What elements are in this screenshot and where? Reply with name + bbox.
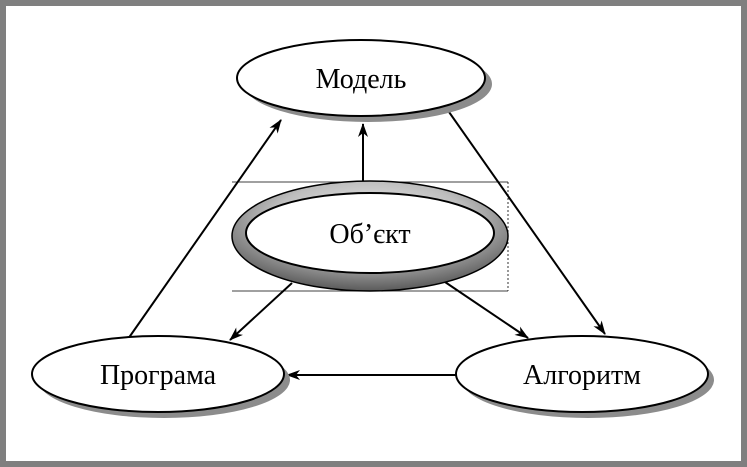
node-model-shape <box>236 39 486 117</box>
edge-object-to-algorithm <box>444 281 529 339</box>
edge-program-to-model <box>127 119 282 340</box>
node-program: Програма <box>31 335 290 418</box>
node-model: Модель <box>236 39 492 122</box>
edge-object-to-program <box>229 282 293 341</box>
edges <box>127 111 606 380</box>
node-program-label: Програма <box>100 360 217 391</box>
node-object-shape <box>245 192 495 274</box>
node-model-label: Модель <box>316 64 407 95</box>
node-algorithm-label: Алгоритм <box>523 360 641 391</box>
node-algorithm-shape <box>455 335 709 413</box>
node-algorithm: Алгоритм <box>455 335 714 418</box>
node-object-label: Об’єкт <box>329 219 410 250</box>
node-program-shape <box>31 335 285 413</box>
node-object: Об’єкт <box>231 180 509 292</box>
edge-model-to-algorithm <box>448 111 606 335</box>
